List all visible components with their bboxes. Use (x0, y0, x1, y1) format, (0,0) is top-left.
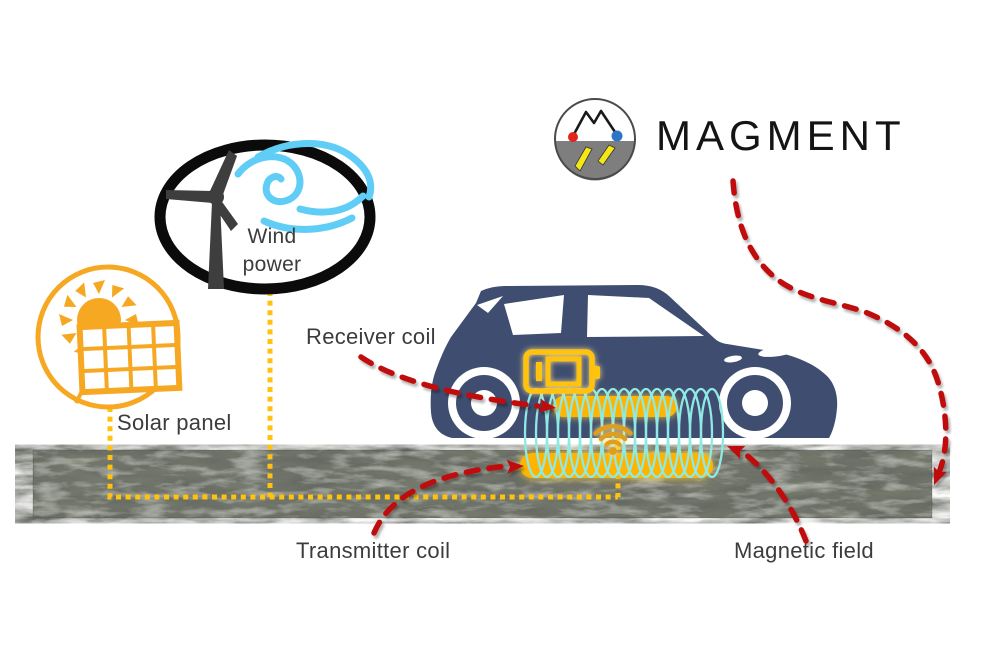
mountain-road-logo-icon (554, 98, 636, 181)
battery-charging-icon (523, 349, 600, 394)
front-wheel (719, 367, 791, 439)
wind-power-label: Wind power (242, 225, 302, 276)
wind-turbine-icon (166, 150, 238, 289)
side-mirror (724, 355, 742, 363)
logo-lightning-icon (574, 144, 616, 172)
transmitter-coil-label: Transmitter coil (296, 538, 451, 563)
wind-power-badge (154, 139, 376, 295)
magnetic-field-arrow (741, 450, 809, 544)
receiver-coil-arrow (358, 354, 541, 409)
front-window (587, 295, 704, 337)
wireless-power-icon (593, 424, 633, 455)
electric-car-icon (430, 285, 838, 439)
magnetic-arrowhead (727, 445, 746, 459)
brand-wordmark: MAGMENT (656, 112, 906, 159)
solar-feed-line (107, 407, 618, 500)
solar-panel-icon (76, 319, 183, 396)
solar-panel-badge (35, 264, 183, 410)
solar-panel-label: Solar panel (117, 410, 232, 435)
spoiler-notch (477, 296, 503, 313)
wind-gust-icon (234, 140, 375, 233)
magnetizable-concrete-road (32, 449, 933, 519)
transmitter-arrowhead (506, 459, 524, 474)
transmitter-coil-arrow (371, 463, 511, 536)
receiver-coil-label: Receiver coil (306, 324, 436, 349)
receiver-arrowhead (538, 398, 556, 413)
logo-to-road-arrow (730, 178, 949, 473)
road-arrowhead (933, 466, 947, 485)
headlight (758, 345, 800, 357)
magnetic-field-label: Magnetic field (734, 538, 874, 563)
rear-wheel (448, 367, 520, 439)
rear-window (504, 295, 564, 335)
